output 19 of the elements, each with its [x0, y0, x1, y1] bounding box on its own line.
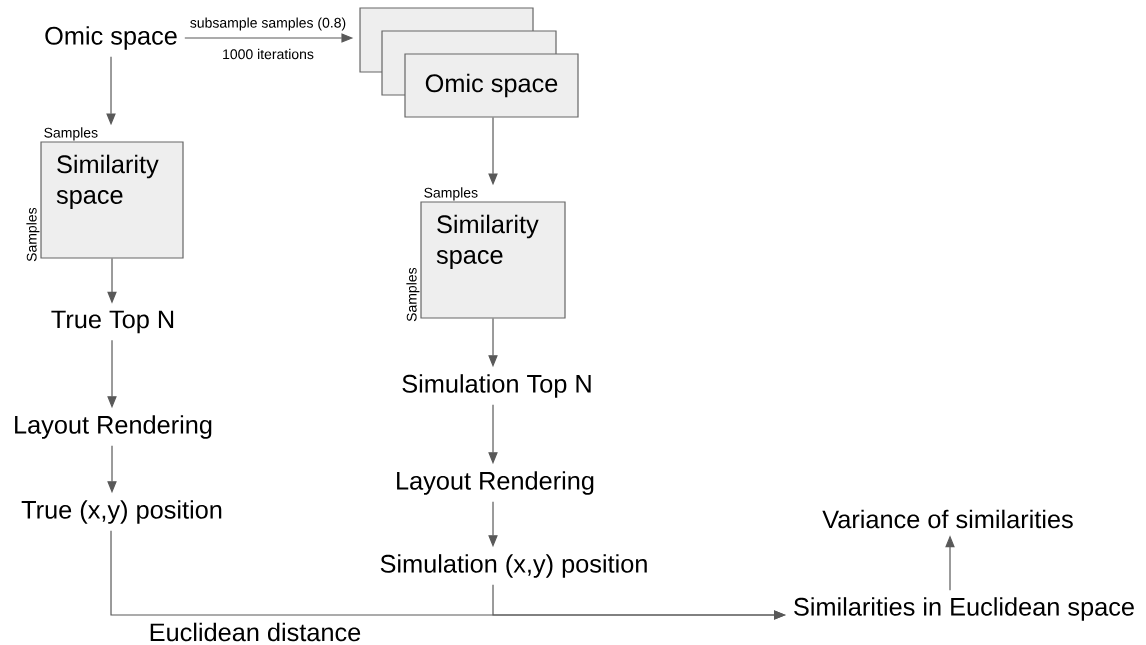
matrix-box: Similarity space	[420, 201, 566, 319]
step-label: True (x,y) position	[21, 500, 222, 524]
note-text: 1000 iterations	[223, 48, 314, 60]
step-label: Variance of similarities	[822, 509, 1073, 529]
step-label: Omic space	[45, 26, 177, 50]
step-label: Layout Rendering	[15, 415, 212, 439]
axis-label: Samples	[44, 127, 98, 141]
step-label: True Top N	[51, 310, 174, 334]
matrix-box: Similarity space	[40, 141, 184, 259]
step-label: Simulation Top N	[402, 374, 591, 398]
axis-label: Samples	[406, 267, 420, 322]
stacked-box: Omic space	[404, 53, 579, 118]
axis-label: Samples	[26, 207, 40, 262]
step-label: Simulation (x,y) position	[380, 554, 647, 578]
axis-label: Samples	[424, 187, 478, 201]
step-label: Similarities in Euclidean space	[794, 597, 1134, 621]
edge-label: Euclidean distance	[147, 621, 363, 643]
edge-label: subsample samples (0.8)	[188, 16, 348, 32]
step-label: Layout Rendering	[397, 471, 594, 495]
